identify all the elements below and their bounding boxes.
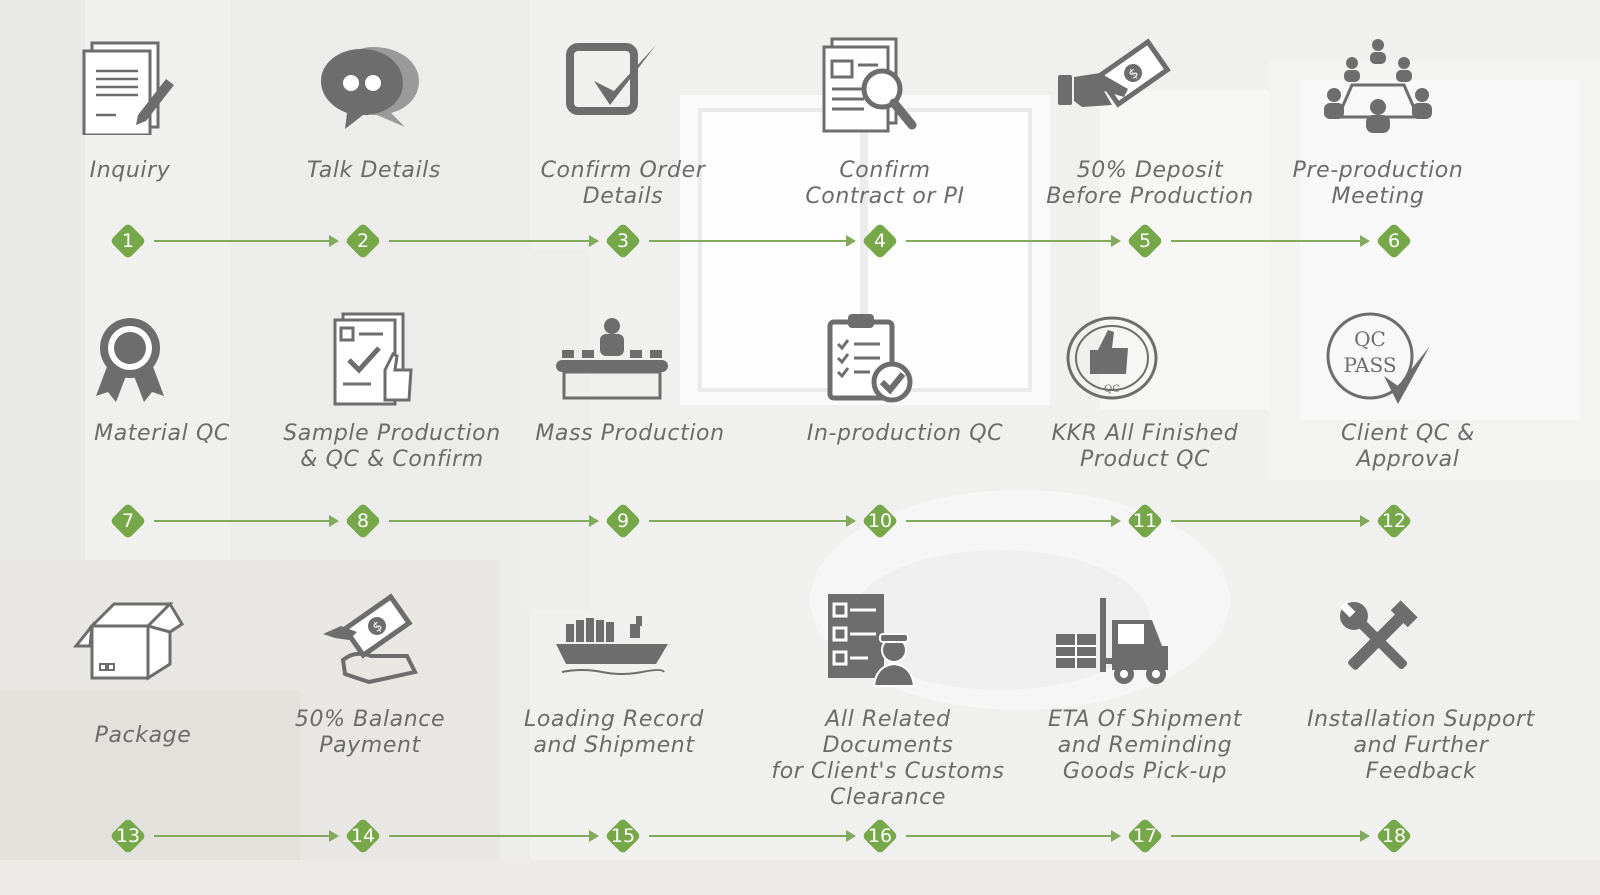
step-label: Package (94, 723, 192, 748)
step-number: 10 (867, 510, 893, 532)
step-label: Loading Record and Shipment (524, 707, 704, 758)
flow-arrow (154, 829, 339, 843)
forklift-icon (1052, 590, 1172, 694)
step-number-badge: 5 (1126, 222, 1164, 260)
flow-arrow (649, 514, 856, 528)
step-number-badge: 15 (604, 817, 642, 855)
step-number: 8 (356, 510, 370, 532)
step-label: Confirm Contract or PI (805, 158, 965, 209)
step-number-badge: 14 (344, 817, 382, 855)
step-label: Sample Production & QC & Confirm (283, 421, 501, 472)
step-label: Mass Production (535, 421, 725, 446)
step-number-badge: 10 (861, 502, 899, 540)
step-label: Client QC & Approval (1340, 421, 1476, 472)
step-number-badge: 6 (1375, 222, 1413, 260)
step-number: 14 (350, 825, 376, 847)
step-number: 5 (1138, 230, 1152, 252)
step-label: Pre-production Meeting (1292, 158, 1464, 209)
flow-arrow (1171, 514, 1370, 528)
step-number-badge: 16 (861, 817, 899, 855)
step-number: 7 (121, 510, 135, 532)
step-label: All Related Documents for Client's Custo… (771, 707, 1005, 810)
step-number-badge: 3 (604, 222, 642, 260)
step-number: 9 (616, 510, 630, 532)
step-number: 2 (356, 230, 370, 252)
step-label: Inquiry (89, 158, 171, 183)
document-magnifier-icon (808, 35, 928, 139)
step-number: 6 (1387, 230, 1401, 252)
svg-text:PASS: PASS (1343, 353, 1396, 377)
step-label: Material QC (94, 421, 230, 446)
qc-thumbs-up-seal-icon: QC (1052, 310, 1172, 414)
customs-officer-icon (808, 590, 928, 694)
money-hands-icon: $ (315, 590, 435, 694)
step-number: 12 (1381, 510, 1407, 532)
step-number: 17 (1132, 825, 1158, 847)
checkbox-icon (552, 35, 672, 139)
svg-text:QC: QC (1104, 384, 1120, 395)
step-label: KKR All Finished Product QC (1051, 421, 1239, 472)
step-number-badge: 1 (109, 222, 147, 260)
step-number: 15 (610, 825, 636, 847)
flow-arrow (649, 234, 856, 248)
flow-arrow (906, 514, 1121, 528)
step-number: 4 (873, 230, 887, 252)
step-number-badge: 7 (109, 502, 147, 540)
step-label: 50% Balance Payment (294, 707, 446, 758)
step-number-badge: 18 (1375, 817, 1413, 855)
flow-arrow (1171, 234, 1370, 248)
flow-arrow (389, 829, 599, 843)
step-number-badge: 9 (604, 502, 642, 540)
open-box-icon (70, 590, 190, 694)
step-number: 1 (121, 230, 135, 252)
step-label: ETA Of Shipment and Reminding Goods Pick… (1048, 707, 1242, 784)
step-number-badge: 11 (1126, 502, 1164, 540)
step-number: 18 (1381, 825, 1407, 847)
flow-arrow (389, 514, 599, 528)
flow-arrow (154, 234, 339, 248)
step-number-badge: 12 (1375, 502, 1413, 540)
checklist-thumb-icon (315, 310, 435, 414)
hand-money-icon: $ (1052, 35, 1172, 139)
flow-arrow (906, 829, 1121, 843)
step-number: 11 (1132, 510, 1158, 532)
clipboard-check-icon (808, 310, 928, 414)
step-label: In-production QC (806, 421, 1004, 446)
flow-arrow (649, 829, 856, 843)
step-number-badge: 13 (109, 817, 147, 855)
step-number: 13 (115, 825, 141, 847)
award-ribbon-icon (70, 310, 190, 414)
step-label: Installation Support and Further Feedbac… (1307, 707, 1535, 784)
step-label: Confirm Order Details (540, 158, 706, 209)
step-label: Talk Details (307, 158, 441, 183)
step-number-badge: 2 (344, 222, 382, 260)
meeting-people-icon (1318, 35, 1438, 139)
document-pen-icon (70, 35, 190, 139)
flow-arrow (1171, 829, 1370, 843)
chat-bubbles-icon (315, 35, 435, 139)
step-number: 3 (616, 230, 630, 252)
production-line-icon (552, 310, 672, 414)
qc-pass-stamp-icon: QC PASS (1318, 310, 1438, 414)
step-number-badge: 4 (861, 222, 899, 260)
flow-arrow (906, 234, 1121, 248)
step-number: 16 (867, 825, 893, 847)
wrench-hammer-icon (1318, 590, 1438, 694)
svg-text:QC: QC (1354, 327, 1386, 351)
step-number-badge: 8 (344, 502, 382, 540)
flow-arrow (154, 514, 339, 528)
step-number-badge: 17 (1126, 817, 1164, 855)
cargo-ship-icon (552, 590, 672, 694)
step-label: 50% Deposit Before Production (1046, 158, 1254, 209)
flow-arrow (389, 234, 599, 248)
